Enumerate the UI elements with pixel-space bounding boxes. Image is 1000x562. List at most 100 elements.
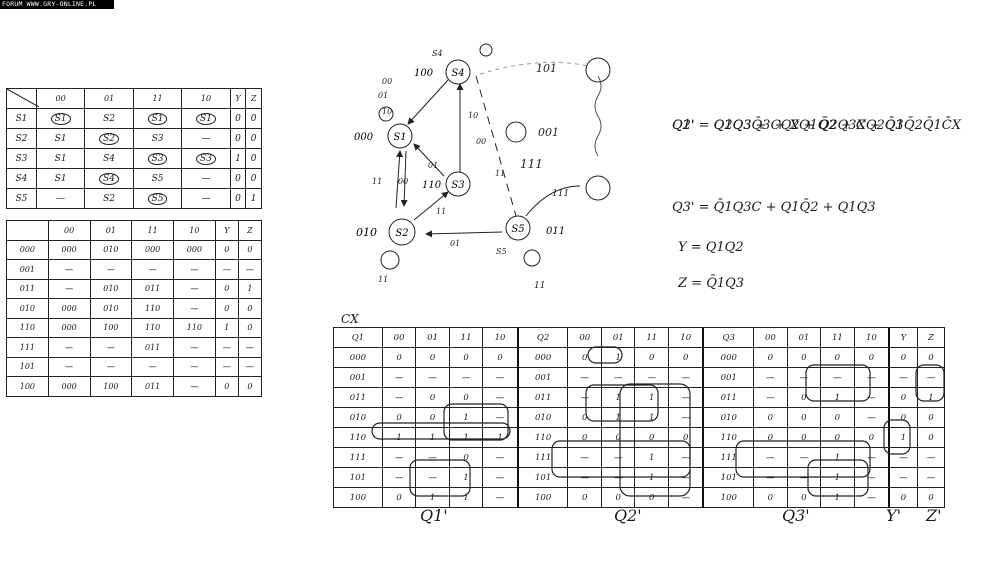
- kmap-cell: —: [634, 367, 669, 388]
- kmap-cell: —: [667, 447, 704, 468]
- kmap-cell: 0: [448, 387, 484, 408]
- state-cell: S1: [6, 108, 37, 129]
- table-cell: 0: [237, 317, 263, 338]
- table-cell: —: [237, 356, 263, 377]
- table-cell: 0: [237, 239, 263, 260]
- state-code-cell: 100: [6, 376, 49, 397]
- kmap-cell: —: [853, 407, 890, 428]
- kmap-cell: 0: [667, 347, 704, 368]
- node-label: S2: [395, 228, 408, 239]
- table-cell: —: [173, 278, 216, 299]
- kmap-cell: 0: [916, 427, 946, 448]
- kmap-cell: 000: [702, 347, 755, 368]
- kmap-cell: 100: [516, 487, 569, 508]
- kmap-cell: 0: [448, 347, 484, 368]
- kmap-cell: 1: [634, 467, 669, 488]
- table-cell: 011: [131, 376, 174, 397]
- kmap-cell: 1: [381, 427, 417, 448]
- header-cell: 00: [381, 327, 417, 348]
- label-z-prime: Z': [926, 506, 942, 525]
- kmap-cell: 000: [516, 347, 569, 368]
- table-cell: 0: [229, 188, 247, 209]
- table-cell: —: [214, 337, 239, 358]
- kmap-cell: 1: [600, 347, 636, 368]
- kmap-cell: —: [888, 467, 918, 488]
- kmap-cell: 1: [888, 427, 918, 448]
- kmap-cell: 0: [753, 487, 788, 508]
- table-cell: S1: [35, 108, 86, 129]
- table-cell: —: [131, 259, 174, 280]
- table-cell: S4: [84, 148, 134, 169]
- kmap-cell: —: [916, 467, 946, 488]
- edge-s5-s3: [525, 185, 581, 217]
- table-cell: S4: [84, 168, 134, 189]
- kmap-label: CX: [341, 312, 359, 326]
- edge-label: 10: [382, 107, 392, 116]
- kmap-cell: 010: [516, 407, 569, 428]
- table-cell: S5: [132, 188, 183, 209]
- table-cell: S2: [84, 188, 134, 209]
- equation-q3: Q3' = Q̄1Q3C + Q1Q̄2 + Q1Q3: [672, 200, 876, 215]
- self-loop-s4: [479, 43, 493, 57]
- kmap-cell: —: [753, 387, 788, 408]
- kmap-cell: —: [853, 487, 890, 508]
- header-cell: 10: [173, 220, 216, 241]
- kmap-cell: 111: [516, 447, 569, 468]
- kmap-cell: 0: [415, 387, 450, 408]
- table-cell: —: [173, 259, 216, 280]
- edge-label: 11: [378, 275, 388, 284]
- kmap-cell: 0: [448, 447, 484, 468]
- table-cell: 0: [229, 128, 247, 149]
- kmap-cell: —: [448, 367, 484, 388]
- kmap-cell: 0: [786, 407, 822, 428]
- kmap-cell: —: [482, 467, 519, 488]
- kmap-cell: —: [786, 467, 822, 488]
- table-cell: —: [47, 356, 91, 377]
- kmap-cell: 1: [415, 427, 450, 448]
- kmap-cell: —: [667, 467, 704, 488]
- kmap-cell: 110: [702, 427, 755, 448]
- kmap-cell: —: [888, 367, 918, 388]
- node-code: 100: [414, 68, 434, 79]
- kmap-cell: —: [753, 447, 788, 468]
- state-code-cell: 110: [6, 317, 49, 338]
- node-code: 000: [354, 132, 374, 143]
- table-cell: 000: [47, 298, 91, 319]
- edge-wavy: [594, 75, 602, 157]
- kmap-cell: —: [667, 487, 704, 508]
- circled-value: S1: [50, 112, 71, 125]
- edge-label: 111: [520, 157, 543, 171]
- kmap-cell: 1: [448, 487, 484, 508]
- node-code: 010: [356, 226, 377, 239]
- table-cell: —: [89, 337, 133, 358]
- edge-label: S4: [432, 49, 443, 58]
- header-cell: 10: [181, 88, 231, 109]
- node-label: S3: [451, 180, 464, 191]
- kmap-cell: —: [786, 367, 822, 388]
- node-s3: S3 110: [422, 171, 471, 197]
- header-cell: 11: [820, 327, 855, 348]
- table-cell: —: [89, 259, 133, 280]
- edge-s2-s3: [413, 191, 449, 221]
- edge-s3-s1: [413, 143, 445, 177]
- kmap-cell: 101: [516, 467, 569, 488]
- kmap-cell: 100: [702, 487, 755, 508]
- kmap-cell: 001: [516, 367, 569, 388]
- table-cell: 0: [245, 128, 262, 149]
- equation-z: Z = Q̄1Q3: [678, 276, 745, 291]
- node-code: 110: [422, 180, 442, 191]
- header-cell: [6, 220, 49, 241]
- kmap-cell: 0: [482, 347, 519, 368]
- self-loop-s2: [380, 250, 400, 270]
- table-cell: S5: [132, 168, 183, 189]
- kmap-cell: 0: [820, 347, 855, 368]
- table-row: S4 S1 S4 S5 — 0 0: [6, 168, 262, 189]
- kmap-cell: 1: [634, 407, 669, 428]
- header-cell: 01: [84, 88, 134, 109]
